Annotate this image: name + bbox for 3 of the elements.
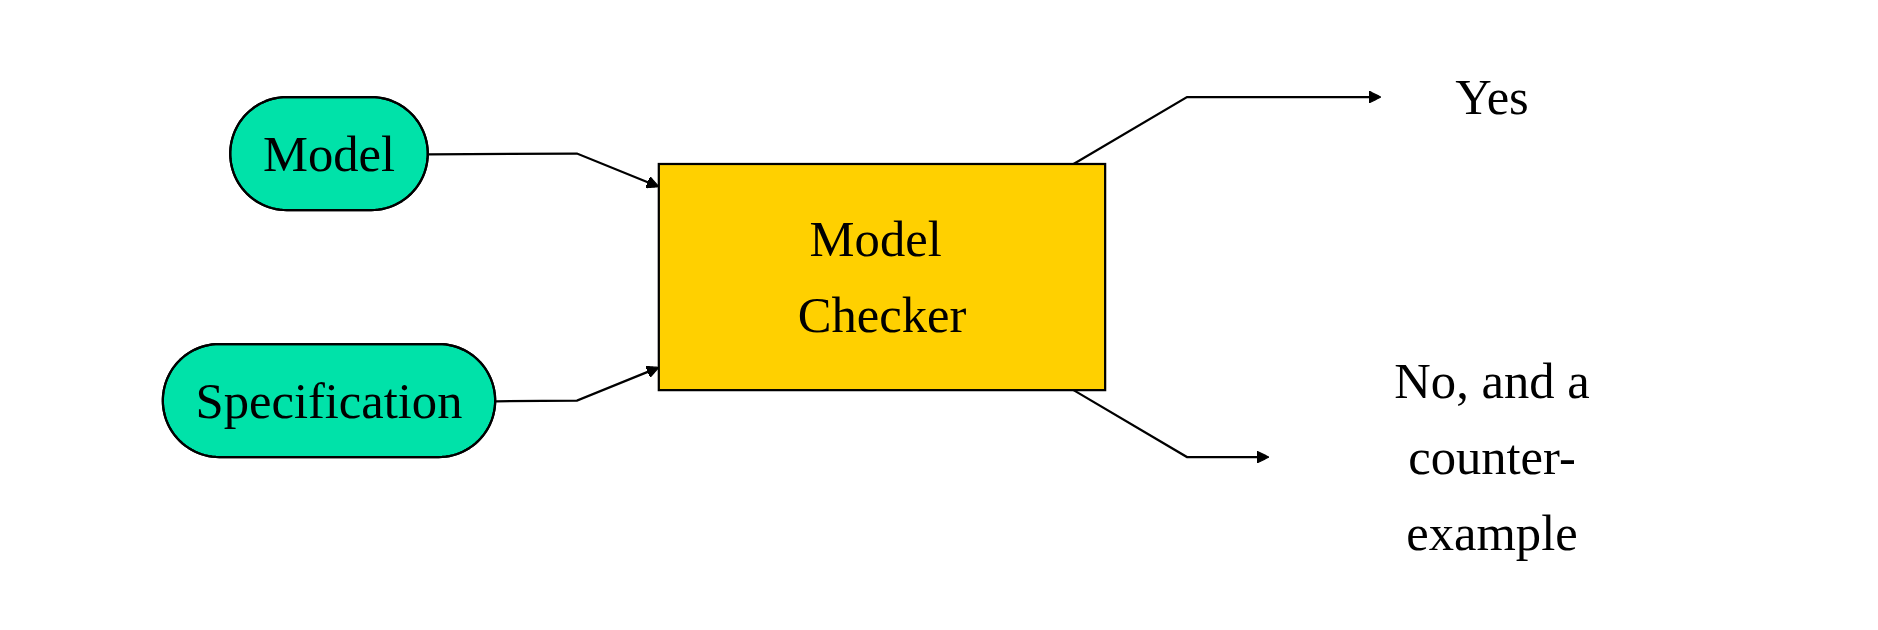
node-text: Yes [1455, 69, 1529, 125]
node-text: No, and a counter-example [1394, 353, 1590, 561]
node-box: Model Checker [657, 162, 1107, 392]
